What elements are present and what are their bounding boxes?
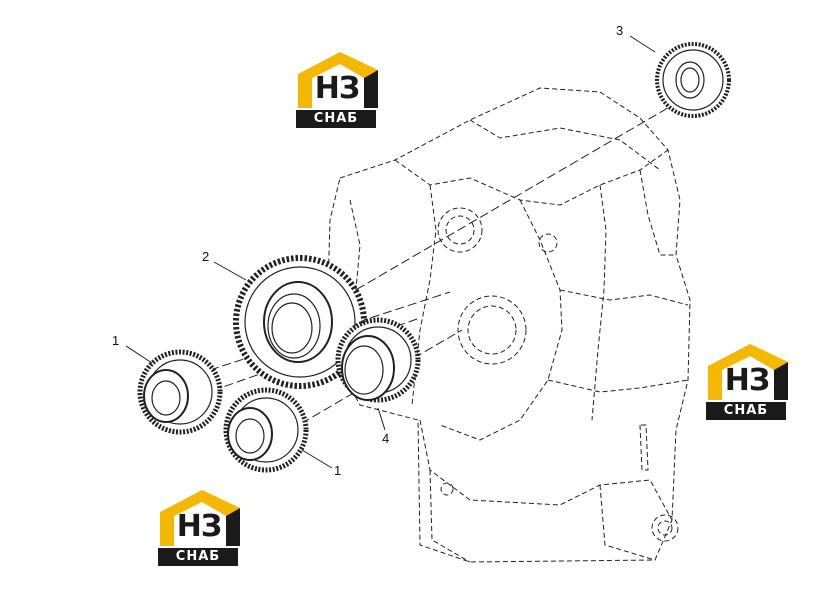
- callout-2: 2: [202, 249, 210, 264]
- leader-lines: [125, 35, 656, 469]
- logo-letters: НЗ: [176, 509, 222, 544]
- callout-3: 3: [616, 23, 624, 38]
- gear-2: [233, 255, 367, 389]
- logo-band: СНАБ: [158, 548, 238, 566]
- watermark-logo-right: НЗ СНАБ: [704, 344, 800, 424]
- callout-1-upper: 1: [112, 333, 120, 348]
- callout-1-lower: 1: [334, 463, 342, 478]
- house-roof-icon: [298, 52, 378, 108]
- watermark-logo-bottom: НЗ СНАБ: [156, 490, 252, 570]
- gear-3: [655, 42, 731, 118]
- house-roof-icon: [160, 490, 240, 546]
- logo-band: СНАБ: [296, 110, 376, 128]
- callout-4: 4: [382, 431, 390, 446]
- gear-1-upper: [137, 349, 223, 435]
- logo-letters: НЗ: [724, 363, 770, 398]
- gear-4: [335, 317, 421, 403]
- house-roof-icon: [708, 344, 788, 400]
- watermark-logo-top: НЗ СНАБ: [294, 52, 390, 132]
- logo-letters: НЗ: [314, 71, 360, 106]
- logo-band: СНАБ: [706, 402, 786, 420]
- gear-1-lower: [223, 387, 309, 473]
